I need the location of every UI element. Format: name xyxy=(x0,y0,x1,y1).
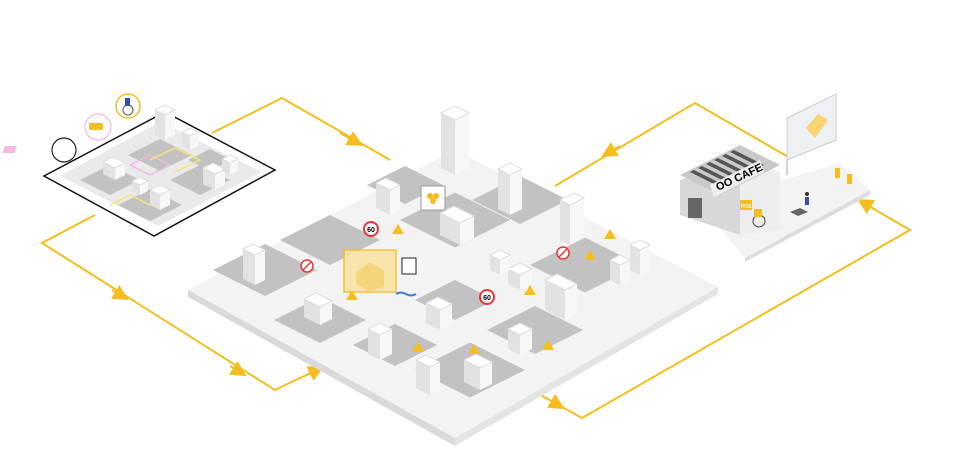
building xyxy=(438,205,476,245)
warning-sign-icon xyxy=(542,340,554,350)
city-model: 60 60 xyxy=(188,105,718,446)
building xyxy=(101,156,127,180)
info-billboard xyxy=(420,185,446,211)
building xyxy=(496,162,524,215)
flood-sign xyxy=(395,257,417,297)
building xyxy=(424,296,454,330)
speed-sign-2: 60 xyxy=(479,289,495,305)
warning-sign-icon xyxy=(468,344,480,354)
flow-line-top-right xyxy=(554,101,791,187)
city-block xyxy=(188,149,232,171)
svg-text:60: 60 xyxy=(483,295,491,302)
flow-lines xyxy=(40,96,913,420)
building xyxy=(543,273,579,320)
no-entry-icon xyxy=(556,246,570,260)
building xyxy=(439,105,471,175)
person-wheelchair xyxy=(752,209,766,228)
svg-text:60: 60 xyxy=(367,227,375,234)
cafe-scene: OO CAFE POS xyxy=(680,93,870,262)
warning-sign-icon xyxy=(346,290,358,300)
person-runner xyxy=(805,192,809,205)
building xyxy=(130,176,150,195)
building xyxy=(414,354,442,395)
building xyxy=(488,249,512,275)
building xyxy=(180,127,200,150)
building xyxy=(302,292,334,325)
building xyxy=(628,239,652,275)
speed-sign-1: 60 xyxy=(363,221,379,237)
warning-sign-icon xyxy=(584,250,596,260)
map-icon xyxy=(51,137,77,163)
building xyxy=(374,177,402,215)
warning-sign-icon xyxy=(412,342,424,352)
warning-sign-icon xyxy=(524,285,536,295)
building xyxy=(558,192,586,245)
highlighted-building xyxy=(343,249,397,293)
building xyxy=(462,353,494,390)
svg-text:POS: POS xyxy=(741,204,752,210)
building xyxy=(220,154,240,175)
building xyxy=(506,262,534,290)
warning-sign-icon xyxy=(604,229,616,239)
building xyxy=(366,322,394,360)
building xyxy=(148,184,172,210)
building xyxy=(608,254,632,285)
manhole xyxy=(790,208,808,216)
no-entry-icon xyxy=(300,259,314,273)
building xyxy=(506,322,534,355)
building xyxy=(241,243,267,285)
flow-line-bottom-left xyxy=(40,214,326,392)
building xyxy=(153,104,177,140)
person-walker xyxy=(835,168,852,184)
map-billboard xyxy=(786,93,837,175)
warning-sign-icon xyxy=(392,224,404,234)
pos-terminal xyxy=(740,200,752,210)
mini-map-panel xyxy=(2,93,277,237)
